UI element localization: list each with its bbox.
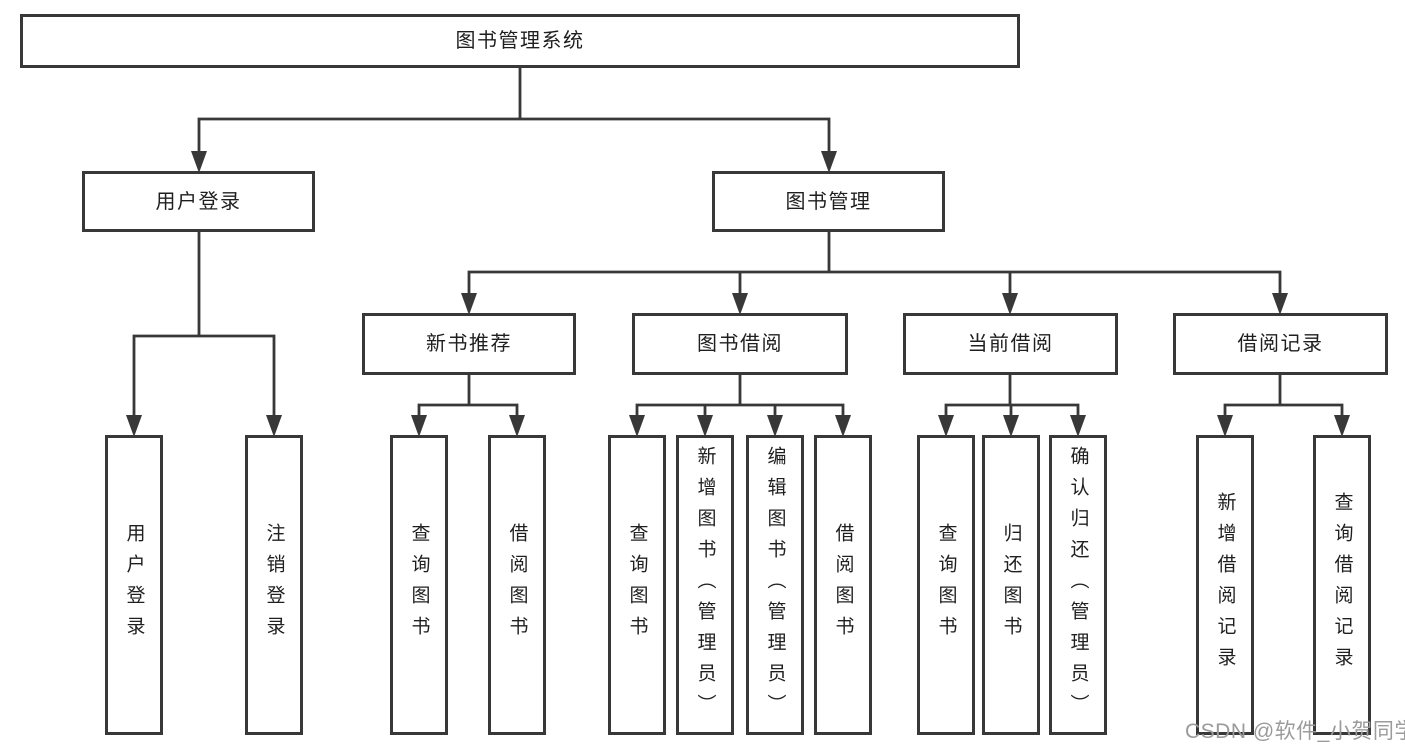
watermark: CSDN @软件_小贺同学: [1185, 720, 1405, 743]
node-label: 借阅图书: [506, 523, 528, 647]
connector-borrow-records-to-children: [1217, 373, 1350, 437]
arrow-down-icon: [732, 293, 748, 315]
node-label: 当前借阅: [967, 333, 1054, 355]
leaf-recommend-borrow-books: 借阅图书: [488, 435, 546, 735]
node-label: 新书推荐: [426, 333, 512, 355]
node-label: 查询图书: [408, 523, 430, 647]
node-label: 归还图书: [1000, 523, 1022, 647]
arrow-down-icon: [126, 415, 142, 437]
arrow-down-icon: [821, 151, 837, 173]
node-label: 新增图书（管理员）: [694, 445, 716, 725]
connector-book-management-to-level3: [461, 230, 1288, 315]
leaf-records-add-record: 新增借阅记录: [1196, 435, 1254, 735]
node-book-management: 图书管理: [712, 171, 945, 232]
arrow-down-icon: [191, 151, 207, 173]
leaf-recommend-query-books: 查询图书: [390, 435, 448, 735]
connector-current-borrow-to-children: [938, 373, 1086, 437]
node-new-book-recommend: 新书推荐: [362, 313, 576, 375]
arrow-down-icon: [1002, 293, 1018, 315]
leaf-borrow-query-books: 查询图书: [608, 435, 666, 735]
arrow-down-icon: [1217, 415, 1233, 437]
node-current-borrow: 当前借阅: [903, 313, 1118, 375]
node-label: 查询借阅记录: [1331, 492, 1353, 678]
arrow-down-icon: [835, 415, 851, 437]
arrow-down-icon: [411, 415, 427, 437]
node-label: 确认归还（管理员）: [1067, 445, 1089, 725]
node-label: 图书借阅: [697, 333, 783, 355]
arrow-down-icon: [1334, 415, 1350, 437]
node-label: 新增借阅记录: [1214, 492, 1236, 678]
arrow-down-icon: [266, 415, 282, 437]
node-label: 借阅图书: [832, 523, 854, 647]
leaf-current-query-books: 查询图书: [917, 435, 975, 735]
connector-root-to-level2: [191, 65, 837, 173]
node-library-management-system: 图书管理系统: [20, 14, 1020, 68]
leaf-current-return-books: 归还图书: [982, 435, 1040, 735]
node-label: 图书管理系统: [455, 30, 585, 52]
leaf-current-confirm-return-admin: 确认归还（管理员）: [1049, 435, 1107, 735]
node-label: 注销登录: [263, 523, 285, 647]
arrow-down-icon: [697, 415, 713, 437]
arrow-down-icon: [629, 415, 645, 437]
connector-user-login-to-children: [126, 230, 282, 437]
connector-new-book-recommend-to-children: [411, 373, 525, 437]
leaf-user-login: 用户登录: [105, 435, 163, 735]
node-label: 编辑图书（管理员）: [764, 445, 786, 725]
arrow-down-icon: [1070, 415, 1086, 437]
arrow-down-icon: [938, 415, 954, 437]
arrow-down-icon: [461, 293, 477, 315]
leaf-borrow-add-books-admin: 新增图书（管理员）: [676, 435, 734, 735]
leaf-logout: 注销登录: [245, 435, 303, 735]
node-label: 借阅记录: [1237, 333, 1324, 355]
node-label: 用户登录: [123, 523, 145, 647]
leaf-records-query-record: 查询借阅记录: [1313, 435, 1371, 735]
leaf-borrow-edit-books-admin: 编辑图书（管理员）: [746, 435, 804, 735]
leaf-borrow-borrow-books: 借阅图书: [814, 435, 872, 735]
arrow-down-icon: [767, 415, 783, 437]
node-user-login: 用户登录: [82, 171, 315, 232]
node-label: 查询图书: [626, 523, 648, 647]
connector-book-borrow-to-children: [629, 373, 851, 437]
node-book-borrow: 图书借阅: [632, 313, 848, 375]
node-label: 图书管理: [785, 190, 872, 213]
node-borrow-records: 借阅记录: [1173, 313, 1388, 375]
arrow-down-icon: [1272, 293, 1288, 315]
arrow-down-icon: [1003, 415, 1019, 437]
node-label: 用户登录: [155, 190, 242, 213]
node-label: 查询图书: [935, 523, 957, 647]
arrow-down-icon: [509, 415, 525, 437]
